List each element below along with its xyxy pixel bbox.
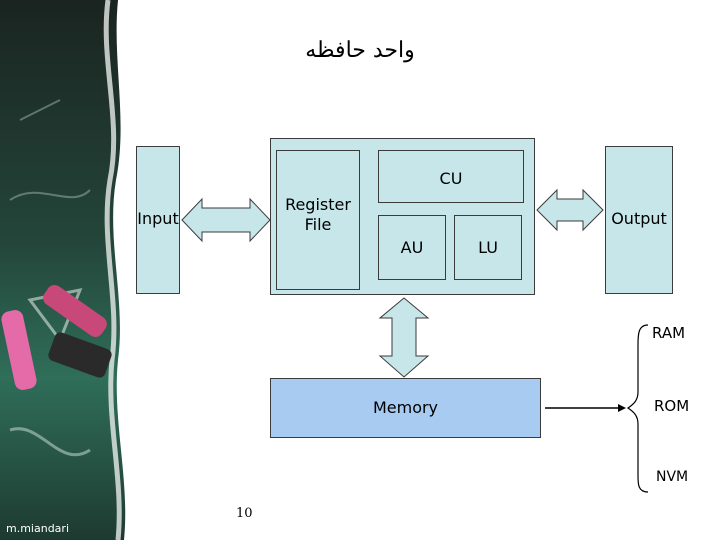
- author-credit: m.miandari: [6, 522, 69, 535]
- chalkboard-background: [0, 0, 126, 540]
- input-label: Input: [137, 209, 179, 228]
- memory-unit: Memory: [270, 378, 541, 438]
- arithmetic-unit: AU: [378, 215, 446, 280]
- memory-type-rom: ROM: [654, 397, 690, 415]
- output-unit: [605, 146, 673, 294]
- slide-title: واحد حافظه: [305, 38, 415, 63]
- control-unit-label: CU: [439, 168, 463, 188]
- logic-unit: LU: [454, 215, 522, 280]
- logic-unit-label: LU: [478, 237, 498, 257]
- control-unit: CU: [378, 150, 524, 203]
- memory-unit-label: Memory: [372, 398, 439, 417]
- output-label: Output: [611, 209, 667, 228]
- cpu-output-double-arrow: [536, 188, 604, 232]
- page-number: 10: [236, 506, 253, 521]
- input-unit: [136, 146, 180, 294]
- memory-types-brace: [626, 324, 649, 493]
- memory-type-ram: RAM: [652, 324, 686, 342]
- input-register-double-arrow: [181, 197, 271, 243]
- memory-type-nvm: NVM: [656, 469, 689, 485]
- cpu-memory-double-arrow: [378, 297, 430, 378]
- chalk-pink-icon: [1, 310, 37, 390]
- register-file-label: Register File: [285, 195, 351, 234]
- eraser-icon: [48, 332, 112, 378]
- arithmetic-unit-label: AU: [400, 237, 424, 257]
- register-file-unit: Register File: [276, 150, 360, 290]
